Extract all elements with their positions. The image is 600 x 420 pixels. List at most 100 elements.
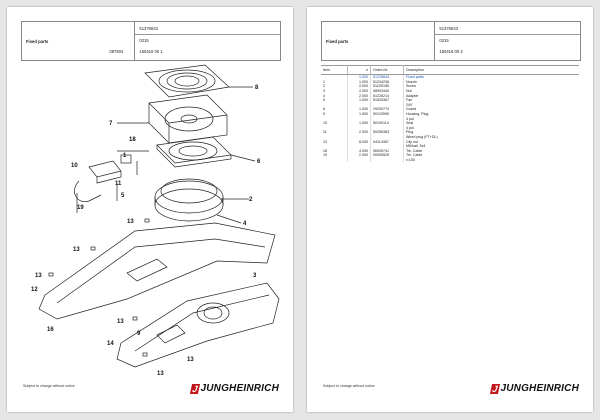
clip-nuts: [48, 218, 150, 357]
cell-description: 4 pol: [406, 116, 414, 121]
cell-order-nr: 04114457: [370, 139, 404, 144]
fan-guard-part: [144, 64, 230, 98]
cell-order-nr: 08903440: [370, 88, 404, 94]
callout-1: 1: [123, 153, 127, 159]
cell-order-nr: 06005741: [370, 148, 404, 154]
cell-n: 4.000: [347, 148, 371, 154]
upper-housing-part: [38, 222, 276, 320]
logo-text: JUNGHEINRICH: [200, 383, 279, 394]
cell-description: Fan: [406, 98, 413, 103]
cell-item: [321, 143, 348, 149]
cell-order-nr: 51525367: [370, 97, 404, 103]
lower-housing-part: [116, 282, 280, 368]
table-row: 4 pol: [321, 116, 579, 121]
doc-prefix: 087604: [109, 49, 124, 54]
callout-7: 7: [109, 121, 113, 127]
logo-text: JUNGHEINRICH: [500, 383, 579, 394]
cell-item: 5: [321, 97, 348, 103]
callout-9: 9: [137, 331, 141, 337]
cell-n: [347, 125, 371, 131]
footer-note: Subject to change without notice: [23, 384, 75, 388]
callout-13f: 13: [157, 371, 164, 377]
callout-11: 11: [115, 181, 122, 187]
cell-item: 18: [321, 148, 348, 154]
cell-order-nr: 51376843: [370, 74, 404, 80]
cell-description: Tie, Cable: [406, 153, 423, 158]
cell-item: 3: [321, 88, 348, 94]
cell-description: Guard: [406, 107, 416, 112]
callout-13c: 13: [35, 273, 42, 279]
left-page-header: Fixed parts 51376843 0215 150416 00 1 08…: [21, 21, 281, 61]
cell-description: Wired plug (FT+DL): [406, 135, 438, 140]
cell-order-nr: 51234236: [370, 79, 404, 85]
section-title: Fixed parts: [22, 22, 136, 60]
cell-n: 1.000: [347, 74, 371, 80]
cell-order-nr: 51225185: [370, 84, 404, 89]
cell-item: 13: [321, 139, 348, 144]
cell-item: [321, 116, 348, 121]
cell-order-nr: [370, 116, 404, 121]
right-page-header: Fixed parts 51376843 0215 150416 00 2: [321, 21, 581, 61]
cell-n: 2.000: [347, 153, 371, 158]
cable-tie-part: [74, 180, 102, 203]
cell-description: Nut: [406, 89, 412, 94]
cell-n: 2.000: [347, 84, 371, 89]
cell-n: 1.000: [347, 107, 371, 112]
cell-item: [321, 102, 348, 108]
callout-13e: 13: [187, 357, 194, 363]
cell-description: 24V: [406, 102, 413, 107]
cell-order-nr: 51226214: [370, 93, 404, 98]
part-callouts: 8 7 6 18 10 1 11 5 19 2 4 13 13 13 12 16…: [31, 85, 261, 377]
cell-item: 19: [321, 153, 348, 158]
callout-18: 18: [129, 137, 136, 143]
exploded-parts-drawing: 8 7 6 18 10 1 11 5 19 2 4 13 13 13 12 16…: [31, 64, 280, 377]
plug-housing-part: [88, 154, 132, 184]
parts-table-header: Item n Order-Nr. Description: [321, 65, 579, 75]
callout-2: 2: [249, 197, 253, 203]
logo-mark-icon: J: [490, 383, 501, 394]
cell-order-nr: 29200774: [370, 107, 404, 112]
cell-item: 1: [321, 79, 348, 85]
cell-item: 10: [321, 120, 348, 126]
callout-3: 3: [253, 273, 257, 279]
cell-order-nr: 00005529: [370, 153, 404, 158]
cell-order-nr: [370, 143, 404, 149]
cell-n: 1.000: [347, 111, 371, 117]
cell-item: 11: [321, 130, 348, 135]
callout-8: 8: [255, 85, 259, 91]
col-n-header: n: [347, 65, 371, 75]
callout-10: 10: [71, 163, 78, 169]
cell-description: Adapter: [406, 93, 419, 98]
doc-name: 0215: [439, 38, 449, 43]
col-item-header: Item: [321, 65, 348, 75]
cell-n: 1.000: [347, 120, 371, 126]
doc-id: 51376843: [135, 26, 280, 35]
section-title: Fixed parts: [322, 22, 436, 60]
col-description-header: Description: [403, 65, 579, 75]
cell-description: 4 pol: [406, 125, 414, 130]
callout-19: 19: [77, 205, 84, 211]
cell-item: 2: [321, 84, 348, 89]
cell-n: 1.000: [347, 79, 371, 85]
fan-part: [148, 94, 228, 144]
callout-6: 6: [257, 159, 261, 165]
cell-n: 2.000: [347, 93, 371, 98]
cell-n: [347, 102, 371, 108]
cell-n: 2.000: [347, 88, 371, 94]
lower-guard-part: [156, 136, 232, 168]
cell-order-nr: 50123595: [370, 111, 404, 117]
doc-name: 0215: [139, 38, 149, 43]
cell-n: 1.000: [347, 97, 371, 103]
table-row: Wired plug (FT+DL): [321, 134, 579, 140]
